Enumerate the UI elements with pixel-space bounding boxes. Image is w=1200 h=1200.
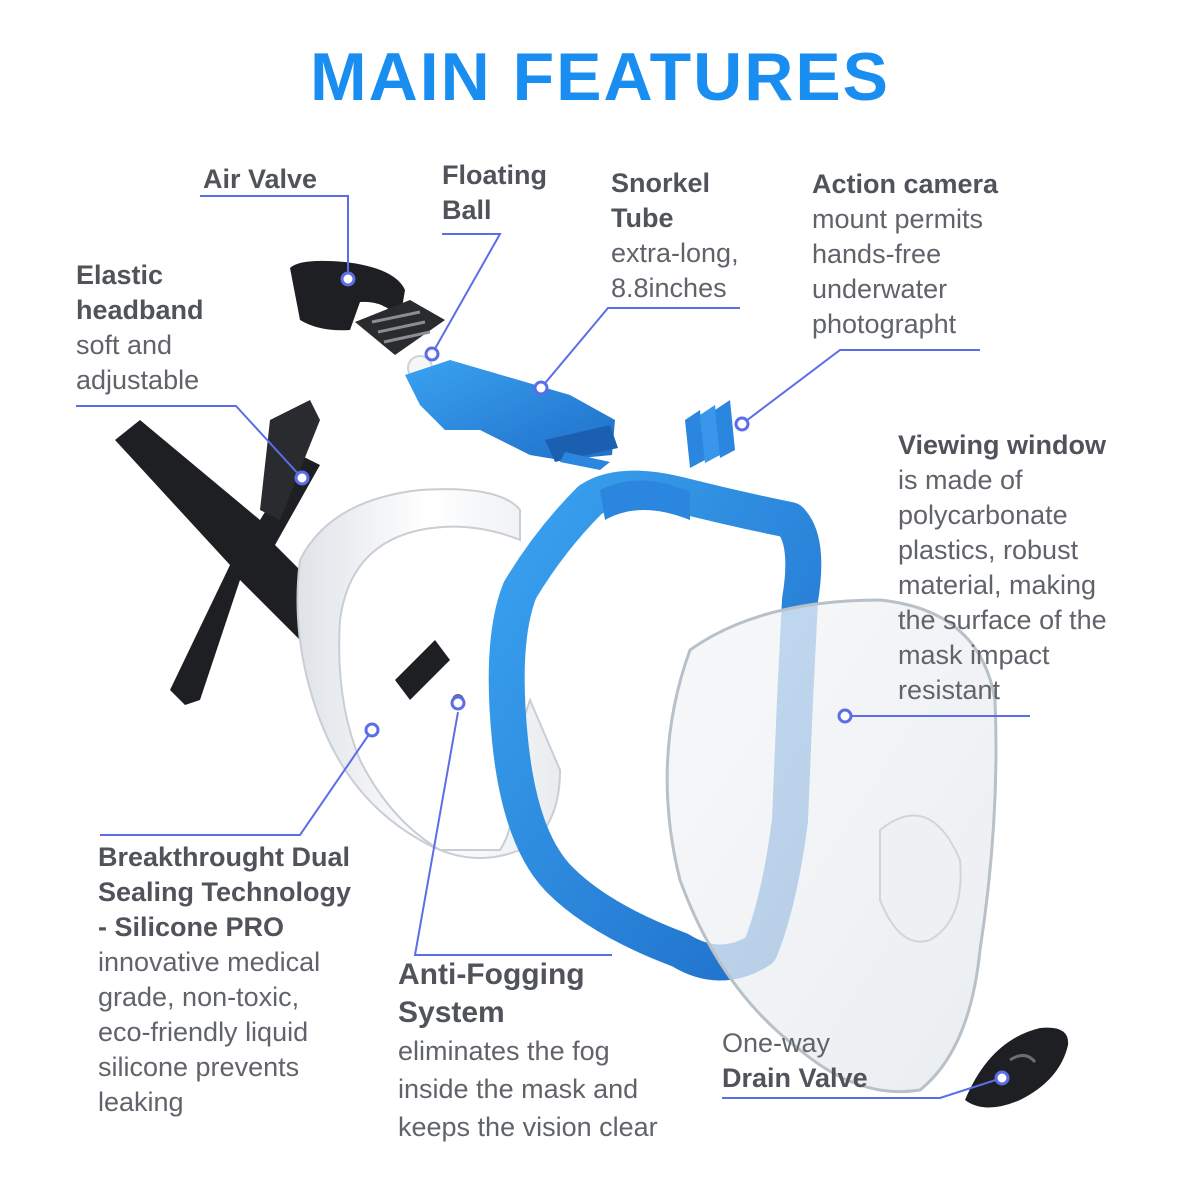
action-camera-label: Action camera mount permits hands-free u… — [812, 167, 998, 342]
dot-headband — [294, 470, 310, 486]
dot-drain-valve — [994, 1070, 1010, 1086]
leader-dots — [294, 271, 1010, 1086]
drain-valve-label: One-way Drain Valve — [722, 1026, 868, 1096]
viewing-window-title: Viewing window — [898, 430, 1107, 460]
dot-dual-sealing — [364, 722, 380, 738]
snorkel-tube-label: Snorkel Tube extra-long, 8.8inches — [611, 166, 739, 306]
headband-part — [115, 400, 450, 705]
leader-drain-valve — [722, 1077, 1003, 1099]
leader-action-camera — [741, 349, 980, 425]
leader-air-valve — [200, 195, 349, 277]
dot-snorkel-tube — [533, 380, 549, 396]
viewing-window-desc: is made of polycarbonate plastics, robus… — [898, 465, 1107, 705]
leader-headband — [76, 405, 303, 479]
camera-mount-part — [685, 400, 735, 468]
dot-action-camera — [734, 416, 750, 432]
viewing-window-part — [665, 598, 998, 1094]
drain-valve-part — [965, 1027, 1069, 1108]
leader-dual-sealing — [100, 729, 373, 836]
leader-lines — [76, 195, 1030, 1099]
dot-anti-fogging — [450, 695, 466, 711]
dot-floating-ball — [424, 346, 440, 362]
anti-fogging-title: Anti-Fogging System — [398, 958, 585, 1029]
snorkel-tube-desc: extra-long, 8.8inches — [611, 238, 739, 303]
elastic-headband-title: Elastic headband — [76, 260, 204, 325]
drain-valve-title: Drain Valve — [722, 1063, 868, 1093]
floating-ball-label: Floating Ball — [442, 158, 547, 228]
snorkel-tube-part — [405, 360, 618, 470]
anti-fogging-desc: eliminates the fog inside the mask and k… — [398, 1036, 658, 1142]
leader-floating-ball — [431, 233, 502, 355]
air-valve-title: Air Valve — [203, 164, 318, 194]
leader-snorkel-tube — [540, 307, 740, 389]
page-title: MAIN FEATURES — [309, 39, 891, 115]
elastic-headband-label: Elastic headband soft and adjustable — [76, 258, 204, 398]
action-camera-desc: mount permits hands-free underwater phot… — [812, 204, 984, 339]
elastic-headband-desc: soft and adjustable — [76, 330, 200, 395]
air-valve-part — [290, 260, 445, 355]
anti-fogging-label: Anti-Fogging System eliminates the fog i… — [398, 956, 658, 1146]
dual-sealing-desc: innovative medical grade, non-toxic, eco… — [98, 947, 321, 1117]
snorkel-tube-title: Snorkel Tube — [611, 168, 711, 233]
dot-air-valve — [340, 271, 356, 287]
leader-anti-fogging — [413, 711, 612, 956]
viewing-window-label: Viewing window is made of polycarbonate … — [898, 428, 1107, 708]
dual-sealing-label: Breakthrought Dual Sealing Technology - … — [98, 840, 351, 1120]
drain-valve-prefix: One-way — [722, 1028, 831, 1058]
air-valve-label: Air Valve — [203, 162, 317, 197]
dual-sealing-title: Breakthrought Dual Sealing Technology - … — [98, 842, 352, 942]
action-camera-title: Action camera — [812, 169, 999, 199]
blue-frame-part — [488, 470, 822, 981]
floating-ball-title: Floating Ball — [442, 160, 547, 225]
dot-viewing-window — [837, 708, 853, 724]
